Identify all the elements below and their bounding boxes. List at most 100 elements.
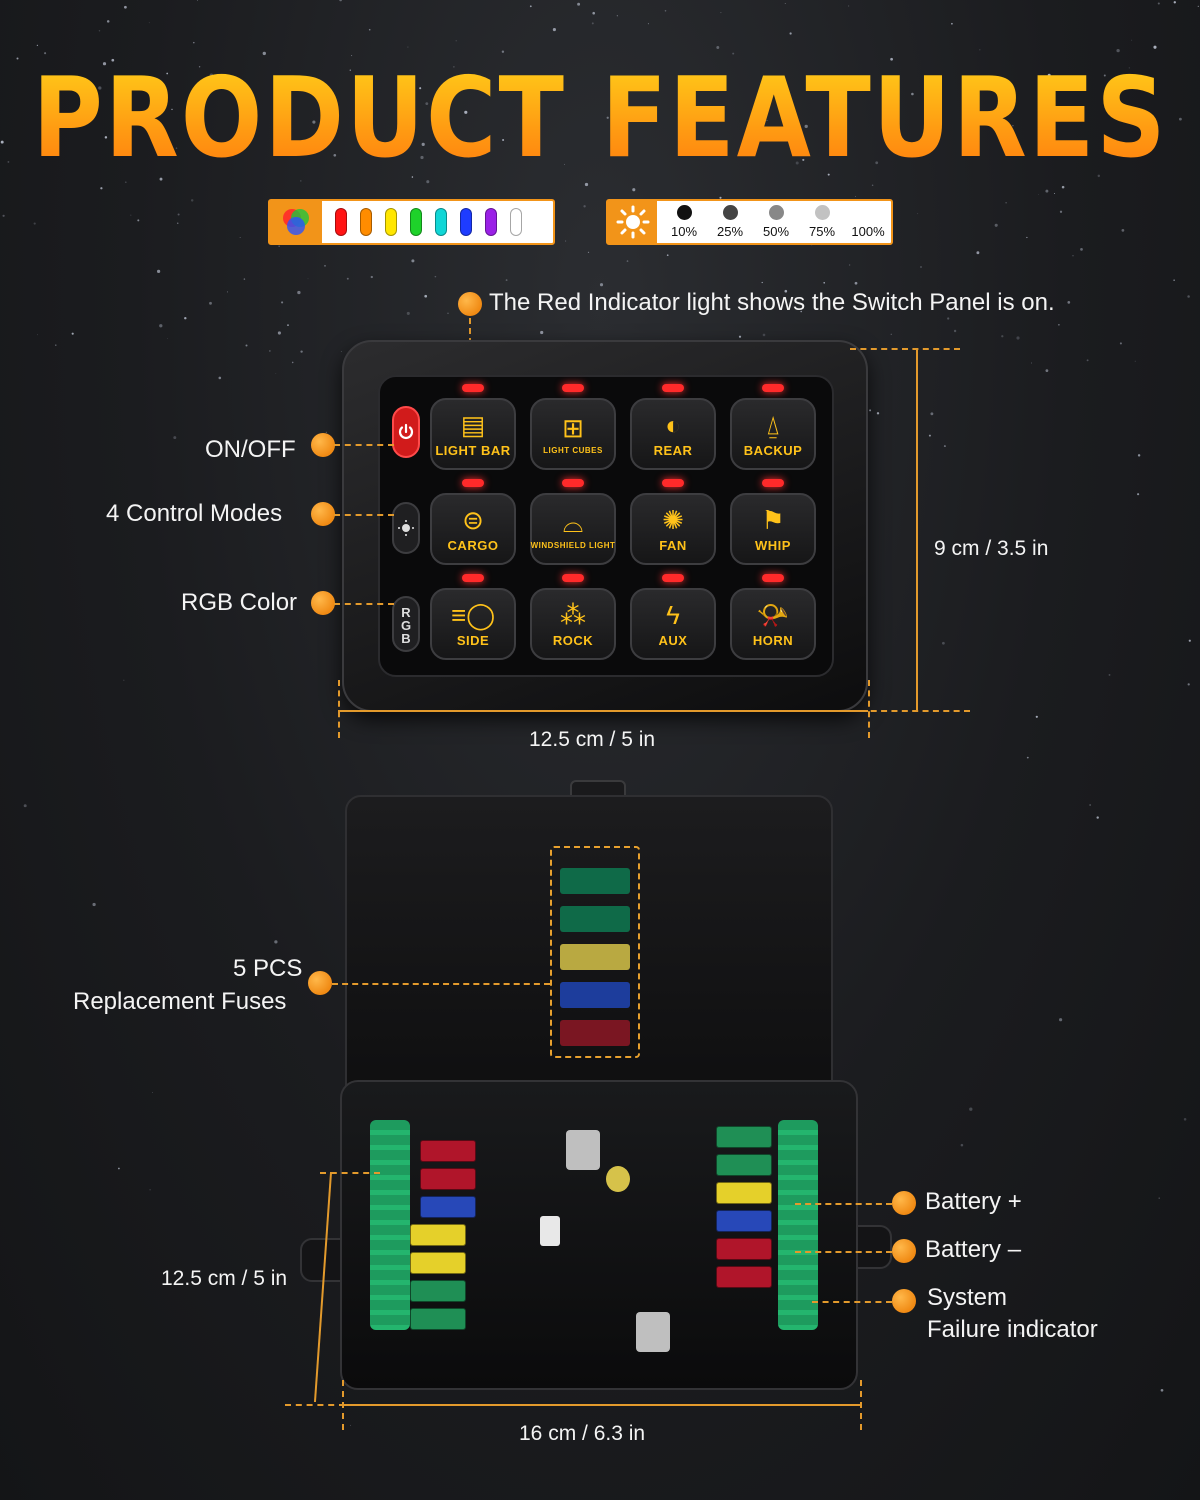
rgb-color-wheel-icon — [270, 201, 322, 243]
blade-fuse — [716, 1182, 772, 1204]
callout-dot — [892, 1191, 916, 1215]
switch-button-windshield-light[interactable]: ⌓WINDSHIELD LIGHT — [530, 493, 616, 565]
brightness-dot — [860, 205, 876, 220]
brightness-label: 75% — [808, 224, 836, 239]
power-button[interactable] — [392, 406, 420, 458]
spare-fuse — [560, 982, 630, 1008]
panel-height-line — [916, 348, 918, 710]
dim-guide — [860, 1380, 862, 1430]
blade-fuse — [410, 1224, 466, 1246]
dim-guide — [320, 1172, 380, 1174]
blade-fuse — [410, 1308, 466, 1330]
color-swatch — [485, 208, 497, 236]
rgb-color-strip — [268, 199, 555, 245]
indicator-led — [562, 384, 584, 392]
callout-leader — [334, 603, 394, 605]
switch-button-label: BACKUP — [743, 443, 803, 458]
brightness-level: 75% — [799, 201, 845, 243]
switch-button-cargo[interactable]: ⊜ CARGO — [430, 493, 516, 565]
switch-button-fan[interactable]: ✺FAN — [630, 493, 716, 565]
indicator-callout: The Red Indicator light shows the Switch… — [489, 289, 1055, 316]
switch-button-label: WINDSHIELD LIGHT — [530, 541, 616, 550]
side-light-icon: ≡◯ — [451, 600, 496, 630]
box-height-text: 12.5 cm / 5 in — [161, 1267, 288, 1290]
indicator-led — [462, 384, 484, 392]
brightness-level: 100% — [845, 201, 891, 243]
color-swatch — [510, 208, 522, 236]
battery-negative-stud — [636, 1312, 670, 1352]
spare-fuse — [560, 1020, 630, 1046]
switch-button-label: WHIP — [755, 538, 791, 553]
switch-button-horn[interactable]: 📯HORN — [730, 588, 816, 660]
color-swatch — [385, 208, 397, 236]
rgb-button-label: RGB — [398, 604, 414, 644]
light-cubes-icon: ⊞ — [562, 413, 584, 443]
spare-fuse — [560, 944, 630, 970]
brightness-level: 50% — [753, 201, 799, 243]
dim-guide — [868, 680, 870, 738]
blade-fuse — [716, 1126, 772, 1148]
brightness-label: 100% — [851, 224, 885, 239]
switch-button-side[interactable]: ≡◯SIDE — [430, 588, 516, 660]
battery-plus-callout: Battery + — [925, 1188, 1022, 1215]
callout-dot — [458, 292, 482, 316]
switch-button-label: HORN — [752, 633, 794, 648]
panel-width-line — [338, 710, 868, 712]
rgb-button[interactable]: RGB — [392, 596, 420, 652]
dim-guide — [850, 710, 970, 712]
mode-button[interactable] — [392, 502, 420, 554]
brightness-strip: 10%25%50%75%100% — [606, 199, 893, 245]
power-icon — [398, 423, 414, 439]
color-swatch — [460, 208, 472, 236]
blade-fuse — [716, 1238, 772, 1260]
callout-leader — [795, 1203, 892, 1205]
callout-dot — [311, 502, 335, 526]
brightness-dot — [722, 205, 738, 220]
switch-button-label: LIGHT BAR — [435, 443, 511, 458]
indicator-led — [562, 479, 584, 487]
rgb-color-callout: RGB Color — [181, 589, 298, 616]
switch-button-label: CARGO — [447, 538, 499, 553]
dim-guide — [285, 1404, 345, 1406]
spare-fuses-highlight — [550, 846, 640, 1058]
backup-light-icon: ⍙ — [765, 410, 781, 440]
blade-fuse — [410, 1280, 466, 1302]
battery-positive-stud — [566, 1130, 600, 1170]
failure-callout-line1: System — [927, 1284, 1008, 1311]
dim-guide — [850, 348, 960, 350]
switch-button-whip[interactable]: ⚑ WHIP — [730, 493, 816, 565]
indicator-led — [662, 574, 684, 582]
switch-button-rock[interactable]: ⁂ROCK — [530, 588, 616, 660]
color-swatch — [410, 208, 422, 236]
switch-button-light-cubes[interactable]: ⊞LIGHT CUBES — [530, 398, 616, 470]
control-modes-callout: 4 Control Modes — [106, 500, 283, 527]
capacitor — [606, 1166, 630, 1192]
panel-width-text: 12.5 cm / 5 in — [529, 728, 656, 751]
indicator-led — [462, 574, 484, 582]
callout-leader — [334, 514, 394, 516]
blade-fuse — [420, 1140, 476, 1162]
light-bar-icon: ▤ — [460, 410, 486, 440]
color-swatch — [360, 208, 372, 236]
switch-button-backup[interactable]: ⍙ BACKUP — [730, 398, 816, 470]
brightness-mode-icon — [398, 520, 414, 536]
switch-button-light-bar[interactable]: ▤ LIGHT BAR — [430, 398, 516, 470]
page-title: PRODUCT FEATURES — [0, 54, 1200, 183]
panel-height-text: 9 cm / 3.5 in — [934, 537, 1049, 560]
callout-dot — [892, 1239, 916, 1263]
brightness-label: 10% — [670, 224, 698, 239]
whip-flag-icon: ⚑ — [761, 505, 785, 535]
blade-fuse — [410, 1252, 466, 1274]
blade-fuse — [716, 1210, 772, 1232]
indicator-led — [762, 574, 784, 582]
callout-dot — [892, 1289, 916, 1313]
switch-button-rear[interactable]: ◐REAR — [630, 398, 716, 470]
spare-fuses-callout-line2: Replacement Fuses — [73, 988, 287, 1015]
rear-light-icon: ◐ — [665, 410, 681, 440]
brightness-dot — [814, 205, 830, 220]
switch-button-label: AUX — [658, 633, 688, 648]
box-height-line — [313, 1172, 333, 1402]
spare-fuses-callout-line1: 5 PCS — [233, 955, 303, 982]
cargo-light-icon: ⊜ — [462, 505, 484, 535]
